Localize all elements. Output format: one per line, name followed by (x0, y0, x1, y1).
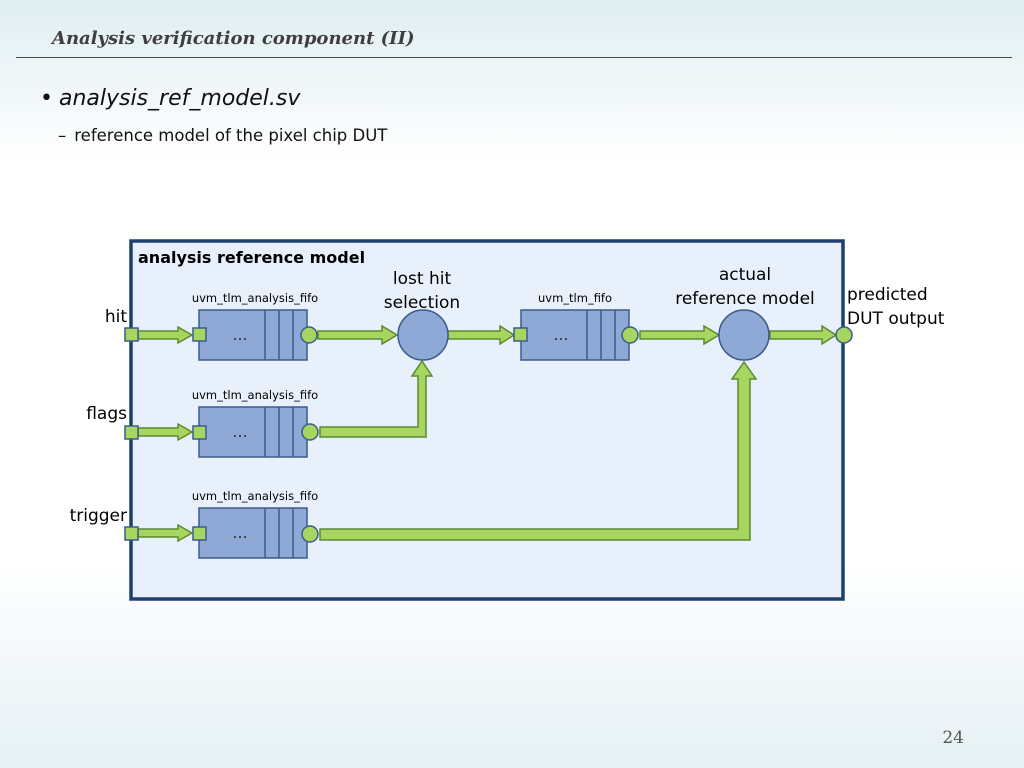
port-fifo-trigger-out (301, 525, 319, 543)
input-flags-label: flags (86, 404, 127, 424)
arrow-actual-to-output (769, 324, 838, 346)
arrow-flags-to-lost-hit (319, 359, 434, 438)
port-flags-in (124, 425, 139, 440)
arrow-hit-in (137, 325, 194, 345)
bullet-dash: – (58, 126, 67, 145)
model-container-title: analysis reference model (138, 248, 365, 267)
input-trigger-label: trigger (70, 506, 127, 526)
fifo-hit (198, 309, 308, 361)
port-fifo-hit-in (192, 327, 207, 342)
input-hit-label: hit (105, 307, 127, 327)
fifo-hit-label: uvm_tlm_analysis_fifo (192, 291, 318, 305)
fifo-trigger (198, 507, 308, 559)
port-output (835, 326, 853, 344)
fifo-flags-label: uvm_tlm_analysis_fifo (192, 388, 318, 402)
arrow-trigger-in (137, 523, 194, 543)
lost-hit-selection-node (397, 309, 449, 361)
arrow-trigger-to-actual (319, 360, 758, 541)
actual-ref-label-line1: actual (719, 265, 771, 285)
page-number: 24 (942, 728, 964, 748)
port-fifo-flags-in (192, 425, 207, 440)
actual-ref-label-line2: reference model (675, 289, 815, 309)
port-fifo-mid-out (621, 326, 639, 344)
fifo-hit-content: … (233, 326, 248, 344)
fifo-trigger-label: uvm_tlm_analysis_fifo (192, 489, 318, 503)
arrow-fifo-hit-to-lost-hit (317, 324, 399, 346)
output-label-line1: predicted (847, 285, 928, 305)
bullet-dot: • (40, 86, 53, 111)
fifo-trigger-content: … (233, 524, 248, 542)
port-fifo-hit-out (300, 326, 318, 344)
fifo-mid (520, 309, 630, 361)
fifo-mid-content: … (554, 326, 569, 344)
port-fifo-flags-out (301, 423, 319, 441)
port-hit-in (124, 327, 139, 342)
actual-reference-model-node (718, 309, 770, 361)
bullet-sub: –reference model of the pixel chip DUT (58, 126, 387, 145)
lost-hit-label-line1: lost hit (393, 269, 452, 289)
fifo-flags (198, 406, 308, 458)
port-trigger-in (124, 526, 139, 541)
bullet-main: •analysis_ref_model.sv (40, 86, 300, 111)
slide-title: Analysis verification component (II) (52, 28, 415, 49)
bullet-sub-text: reference model of the pixel chip DUT (74, 126, 388, 145)
port-fifo-trigger-in (192, 526, 207, 541)
title-divider (16, 57, 1012, 58)
arrow-flags-in (137, 422, 194, 442)
bullet-main-text: analysis_ref_model.sv (58, 86, 301, 111)
port-fifo-mid-in (513, 327, 528, 342)
fifo-flags-content: … (233, 423, 248, 441)
arrow-fifo-to-actual (639, 324, 721, 346)
arrow-lost-hit-to-fifo (447, 324, 516, 346)
output-label-line2: DUT output (847, 309, 945, 329)
lost-hit-label-line2: selection (384, 293, 460, 313)
arrows (137, 324, 838, 543)
fifo-mid-label: uvm_tlm_fifo (538, 291, 612, 305)
